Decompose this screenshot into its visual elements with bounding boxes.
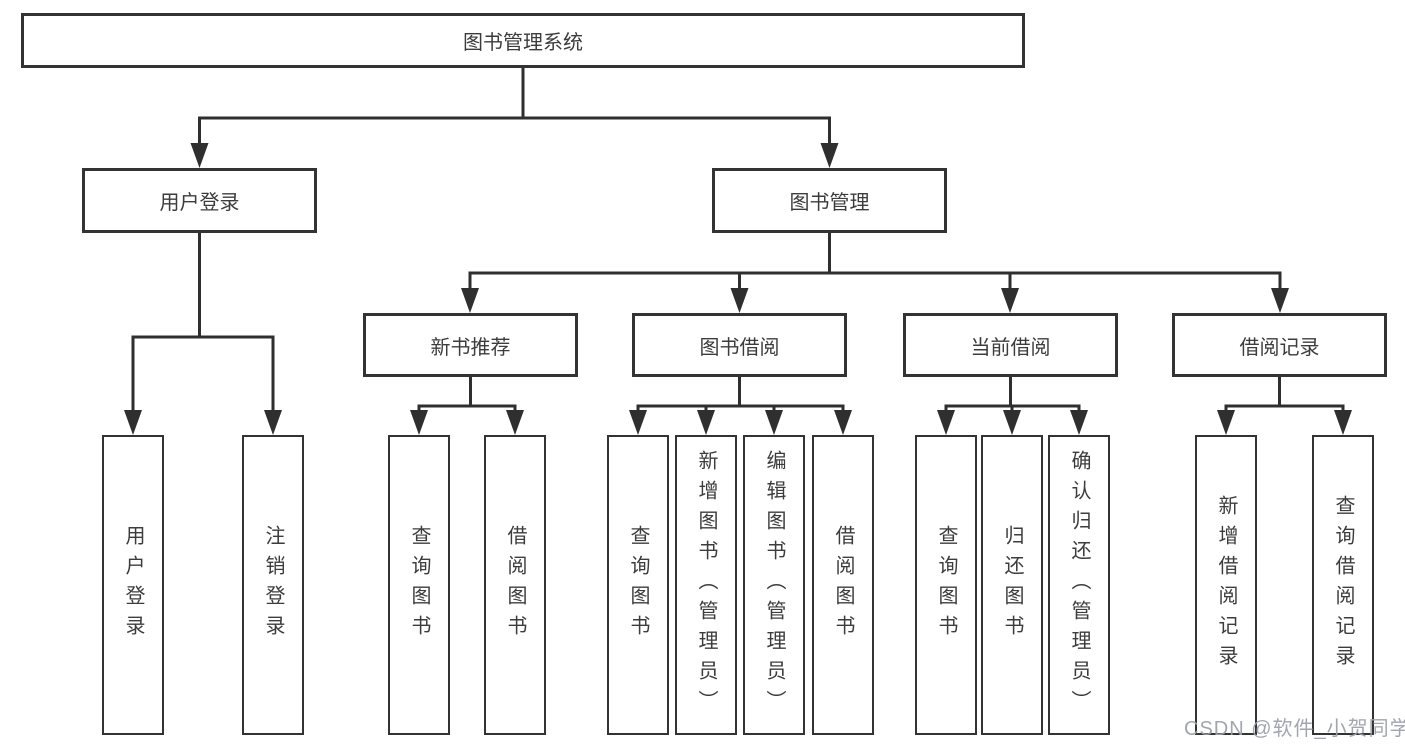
node-borrow-records: 借阅记录 bbox=[1172, 313, 1387, 377]
node-book-management: 图书管理 bbox=[712, 168, 947, 233]
connector-book-borrowing bbox=[629, 377, 852, 435]
node-new-book-recommend: 新书推荐 bbox=[363, 313, 578, 377]
csdn-watermark: CSDN @软件_小贺同学 bbox=[1184, 718, 1405, 740]
node-current-borrowing: 当前借阅 bbox=[903, 313, 1118, 377]
node-library-system: 图书管理系统 bbox=[21, 13, 1025, 68]
node-label: 借阅图书 bbox=[504, 525, 526, 645]
node-label: 用户登录 bbox=[159, 192, 240, 214]
node-user-login: 用户登录 bbox=[82, 168, 317, 233]
leaf-borrow-books-borrowing: 借阅图书 bbox=[812, 435, 874, 735]
leaf-return-books: 归还图书 bbox=[981, 435, 1043, 735]
node-label: 查询图书 bbox=[935, 525, 957, 645]
node-label: 用户登录 bbox=[122, 525, 144, 645]
node-label: 新增图书（管理员） bbox=[695, 450, 717, 720]
leaf-query-books-recommend: 查询图书 bbox=[388, 435, 450, 735]
leaf-logout: 注销登录 bbox=[242, 435, 304, 735]
leaf-query-books-borrowing: 查询图书 bbox=[607, 435, 669, 735]
leaf-confirm-return-admin: 确认归还（管理员） bbox=[1048, 435, 1110, 735]
connector-root bbox=[190, 68, 839, 168]
node-label: 编辑图书（管理员） bbox=[763, 450, 785, 720]
node-label: 新书推荐 bbox=[430, 336, 511, 359]
node-label: 当前借阅 bbox=[970, 336, 1051, 359]
leaf-query-books-current: 查询图书 bbox=[915, 435, 977, 735]
leaf-add-borrow-record: 新增借阅记录 bbox=[1195, 435, 1257, 735]
leaf-edit-books-admin: 编辑图书（管理员） bbox=[743, 435, 805, 735]
leaf-user-login: 用户登录 bbox=[102, 435, 164, 735]
node-book-borrowing: 图书借阅 bbox=[632, 313, 847, 377]
connector-new-book-recommend bbox=[410, 377, 524, 435]
node-label: 确认归还（管理员） bbox=[1068, 450, 1090, 720]
node-label: 图书借阅 bbox=[699, 336, 780, 359]
connector-book-management bbox=[461, 233, 1289, 313]
connector-user-login bbox=[124, 233, 282, 435]
leaf-add-books-admin: 新增图书（管理员） bbox=[675, 435, 737, 735]
leaf-borrow-books-recommend: 借阅图书 bbox=[484, 435, 546, 735]
node-label: 归还图书 bbox=[1001, 525, 1023, 645]
node-label: 借阅图书 bbox=[832, 525, 854, 645]
node-label: 新增借阅记录 bbox=[1215, 495, 1237, 675]
node-label: 图书管理系统 bbox=[463, 32, 583, 54]
leaf-query-borrow-record: 查询借阅记录 bbox=[1312, 435, 1374, 735]
connector-current-borrowing bbox=[937, 377, 1088, 435]
node-label: 查询图书 bbox=[408, 525, 430, 645]
node-label: 图书管理 bbox=[789, 192, 870, 214]
connector-borrow-records bbox=[1217, 377, 1352, 435]
node-label: 查询图书 bbox=[627, 525, 649, 645]
node-label: 借阅记录 bbox=[1239, 336, 1320, 359]
node-label: 查询借阅记录 bbox=[1332, 495, 1354, 675]
node-label: 注销登录 bbox=[262, 525, 284, 645]
